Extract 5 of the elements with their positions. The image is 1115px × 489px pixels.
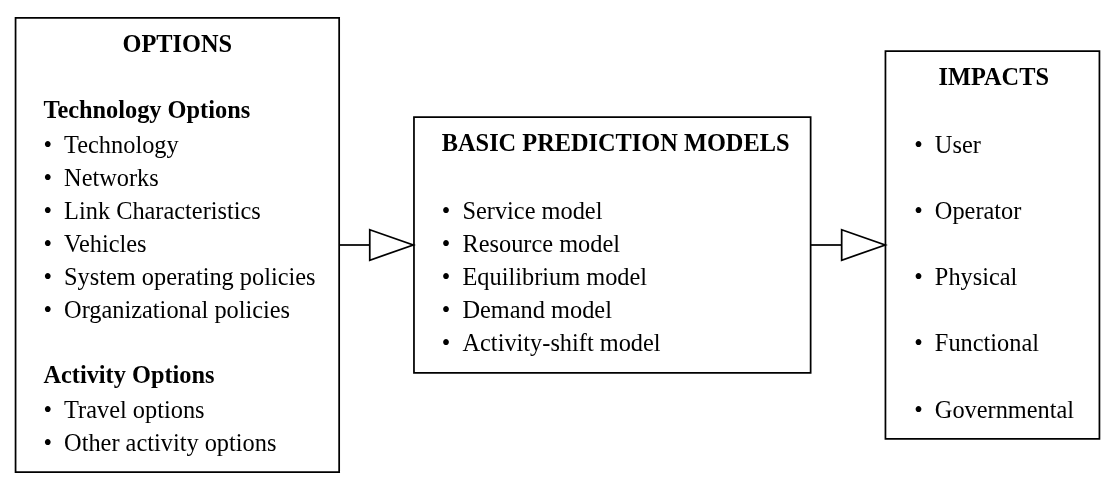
node-box: IMPACTS • User • Operator • Physical • Functional • Governmental [884, 49, 1101, 440]
node-box: BASIC PREDICTION MODELS • Service model • Resource model • Equilibrium model • Demand model • Activity-shift model [413, 115, 812, 374]
arrow [809, 228, 888, 261]
arrow [338, 228, 416, 261]
node-box: OPTIONS Technology Options • Technology • Networks • Link Characteristics • Vehicles • System operating policies • Organizational policies Activity Options • Travel options • Other activity options [14, 16, 341, 473]
